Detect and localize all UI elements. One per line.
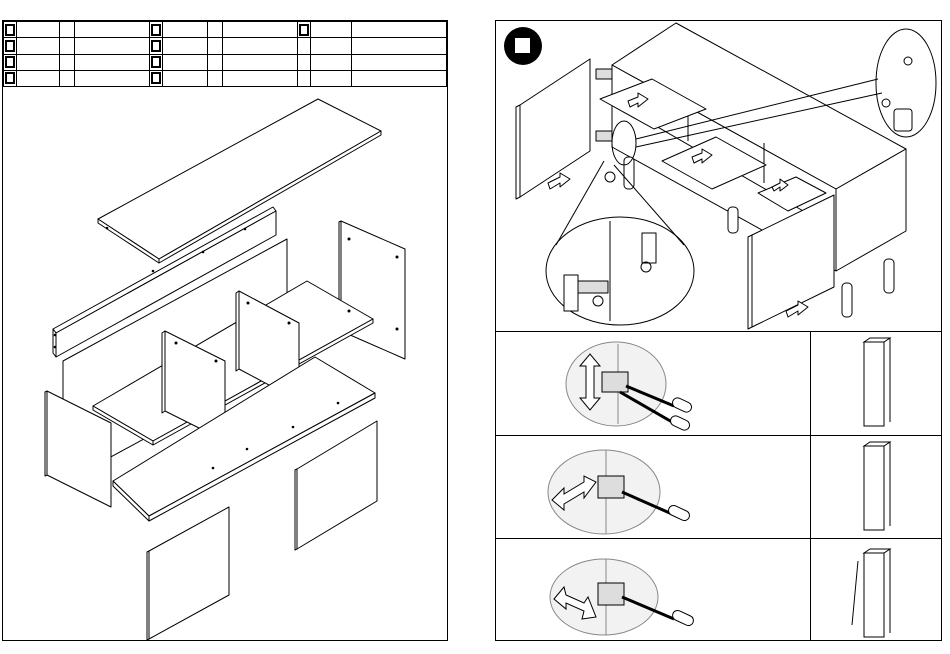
- hinge: [598, 476, 624, 498]
- hinge-adjustment-row-depth: [496, 538, 941, 641]
- hinge: [598, 583, 624, 605]
- cabinet-thumbnail: [864, 446, 884, 530]
- cabinet-thumbnail-top: [864, 338, 890, 342]
- hinge-adjustment-row-horizontal: [496, 435, 941, 539]
- depth-adjustment-illustration: [496, 539, 941, 641]
- right-page: [495, 20, 942, 641]
- cabinet-thumbnail: [864, 553, 884, 637]
- left-page: [2, 20, 448, 641]
- open-door-outline: [852, 561, 858, 625]
- hinge-adjustment-row-vertical: [496, 331, 941, 436]
- door-left: [147, 507, 229, 640]
- door-hinge-illustration: [496, 21, 941, 331]
- vertical-adjustment-illustration: [496, 332, 941, 436]
- cabinet-thumbnail: [864, 342, 884, 426]
- cabinet-thumbnail-top: [864, 549, 890, 553]
- screwdriver-handle: [671, 396, 693, 414]
- horizontal-adjustment-illustration: [496, 436, 941, 539]
- screwdriver-handle: [671, 609, 695, 627]
- screwdriver-handle: [669, 414, 691, 432]
- hinge: [596, 69, 612, 141]
- door-right: [295, 421, 377, 550]
- door-left: [516, 59, 590, 199]
- screwdriver-handle: [667, 504, 691, 522]
- side-panel-right: [339, 221, 405, 359]
- cabinet-thumbnail-top: [864, 442, 890, 446]
- hinge: [602, 372, 628, 392]
- exploded-cabinet-illustration: [3, 21, 447, 640]
